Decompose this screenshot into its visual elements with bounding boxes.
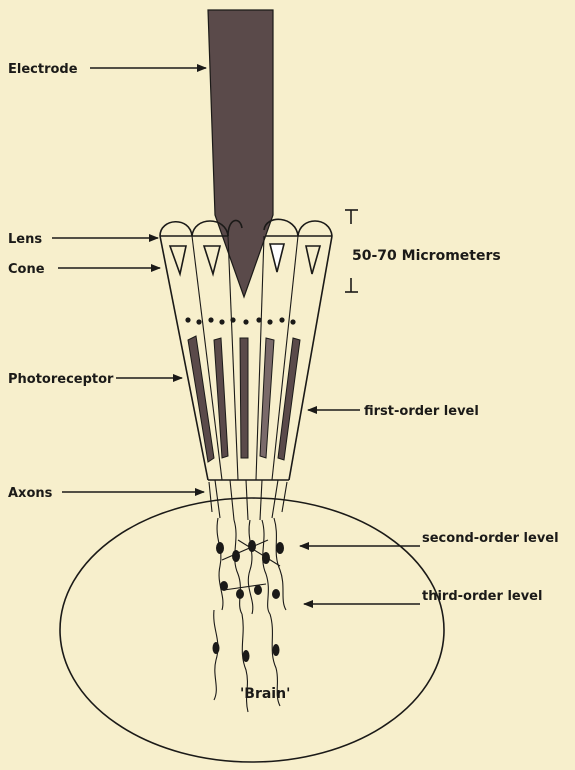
lens-label: Lens (8, 232, 42, 247)
third-order-label: third-order level (422, 589, 542, 604)
brain-outline (60, 498, 444, 762)
cone-5 (306, 246, 320, 274)
rhabdom-2 (214, 338, 228, 458)
cone-1 (170, 246, 186, 274)
photoreceptor-label: Photoreceptor (8, 372, 114, 387)
scale-label: 50-70 Micrometers (352, 248, 501, 264)
lens-cap-5 (298, 221, 332, 236)
cone-2 (204, 246, 220, 274)
axons-label: Axons (8, 486, 53, 501)
first-order-label: first-order level (364, 404, 479, 419)
cone-4 (270, 244, 284, 272)
rhabdom-5 (278, 338, 300, 460)
electrode-label: Electrode (8, 62, 78, 77)
brain-label: 'Brain' (240, 686, 290, 702)
rhabdom-3 (240, 338, 248, 458)
rhabdom-4 (260, 338, 274, 458)
cone-label: Cone (8, 262, 45, 277)
second-order-label: second-order level (422, 531, 559, 546)
lens-cap-1 (160, 222, 192, 236)
